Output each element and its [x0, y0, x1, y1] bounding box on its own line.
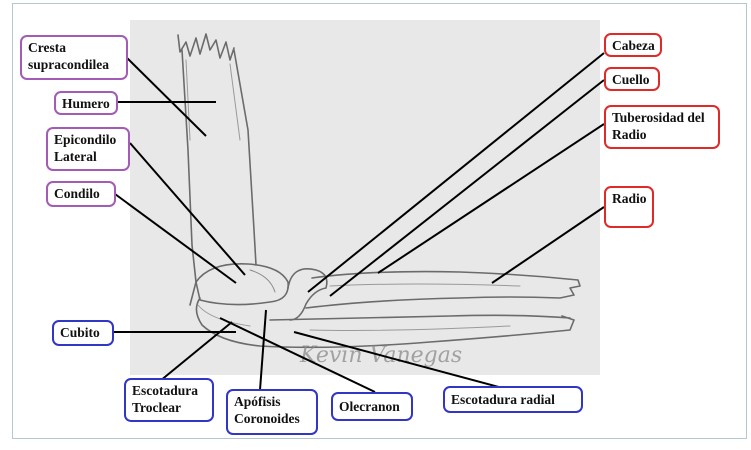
- leader-radio: [491, 206, 605, 284]
- elbow-sketch: Kevin Vanegas: [130, 20, 600, 375]
- label-cabeza: Cabeza: [604, 33, 662, 57]
- figure-frame: [12, 3, 747, 439]
- leader-escotadura-radial: [293, 331, 511, 391]
- leader-condilo: [114, 193, 237, 284]
- label-tuberosidad-del-radio: Tuberosidad del Radio: [604, 105, 720, 149]
- label-escotadura-radial: Escotadura radial: [443, 386, 583, 413]
- label-radio: Radio: [604, 186, 654, 228]
- leader-escotadura-troclear: [159, 321, 233, 382]
- leader-olecranon: [219, 317, 376, 393]
- leader-cuello: [329, 79, 605, 297]
- label-cresta-supracondilea: Cresta supracondilea: [20, 35, 128, 80]
- radius-outline: [305, 270, 581, 309]
- label-condilo: Condilo: [46, 181, 116, 207]
- leader-apofisis: [259, 309, 267, 391]
- label-humero: Humero: [54, 91, 118, 115]
- leader-cabeza: [307, 52, 605, 293]
- leader-cresta: [123, 54, 207, 137]
- radius-head-outline: [287, 268, 328, 321]
- label-cubito: Cubito: [52, 320, 114, 346]
- label-apofisis-coronoides: Apófisis Coronoides: [226, 389, 318, 435]
- leader-epicondilo: [129, 142, 246, 276]
- label-epicondilo-lateral: Epicondilo Lateral: [46, 127, 130, 171]
- ulna-outline: [195, 297, 575, 349]
- label-escotadura-troclear: Escotadura Troclear: [124, 378, 214, 422]
- label-cuello: Cuello: [604, 67, 660, 91]
- label-olecranon: Olecranon: [331, 392, 413, 421]
- condyle-outline: [195, 263, 289, 306]
- leader-tuberosidad: [377, 123, 605, 274]
